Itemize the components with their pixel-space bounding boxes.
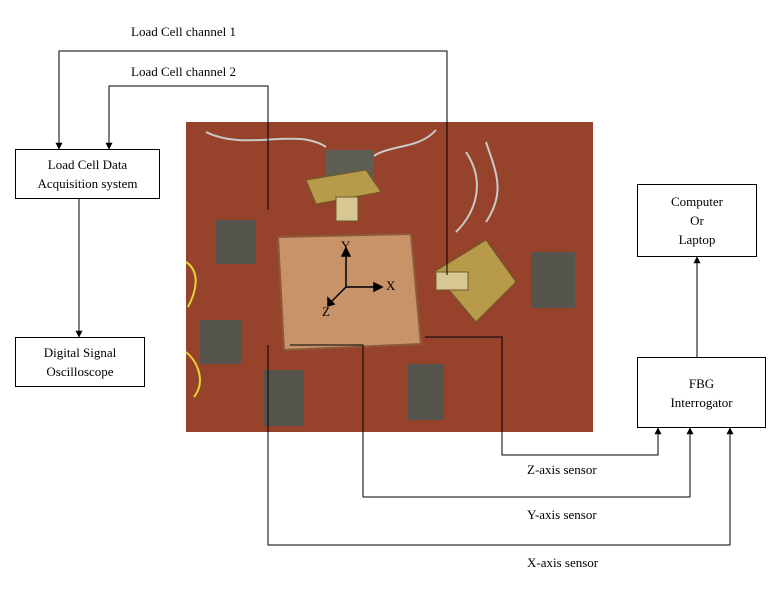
axis-triad [327,246,384,308]
wire-y-axis-sensor [290,344,694,498]
daq-line-1: Load Cell Data [47,157,128,172]
label-z-axis-sensor: Z-axis sensor [527,462,597,477]
wire-load-cell-ch2 [105,85,269,210]
daq-line-2: Acquisition system [37,176,138,191]
axis-z-label: Z [322,304,330,319]
right-block [531,252,575,308]
yellow-cables [186,261,201,398]
label-y-axis-sensor: Y-axis sensor [527,507,597,522]
interrogator-line-1: FBG [688,375,715,391]
shake-table-photo: Y X Z [186,122,593,432]
wire-z-axis-sensor [425,336,662,456]
wire-load-cell-ch1 [55,50,448,275]
oscilloscope-line-1: Digital Signal [43,345,117,360]
cables [205,129,499,233]
platform [276,232,423,352]
load-cell-daq-box: Load Cell Data Acquisition system [15,149,160,199]
block-tl [216,220,256,264]
computer-box: Computer Or Laptop [637,184,757,257]
computer-line-2: Or [690,213,704,228]
right-jack [433,239,517,323]
block-bl [264,370,304,426]
label-load-cell-channel-1: Load Cell channel 1 [131,24,237,39]
oscilloscope-line-2: Oscilloscope [46,364,114,379]
label-x-axis-sensor: X-axis sensor [527,555,599,570]
block-ml [200,320,242,364]
computer-line-3: Laptop [678,232,716,247]
oscilloscope-box: Digital Signal Oscilloscope [15,337,145,387]
fbg-interrogator-box: FBG Interrogator [637,357,766,428]
block-br [408,364,444,420]
axis-y-label: Y [341,238,351,253]
computer-line-1: Computer [671,194,723,209]
interrogator-line-2: Interrogator [670,394,733,410]
wire-x-axis-sensor [267,345,734,546]
label-load-cell-channel-2: Load Cell channel 2 [131,64,237,79]
axis-x-label: X [386,278,396,293]
top-jack [305,169,382,205]
